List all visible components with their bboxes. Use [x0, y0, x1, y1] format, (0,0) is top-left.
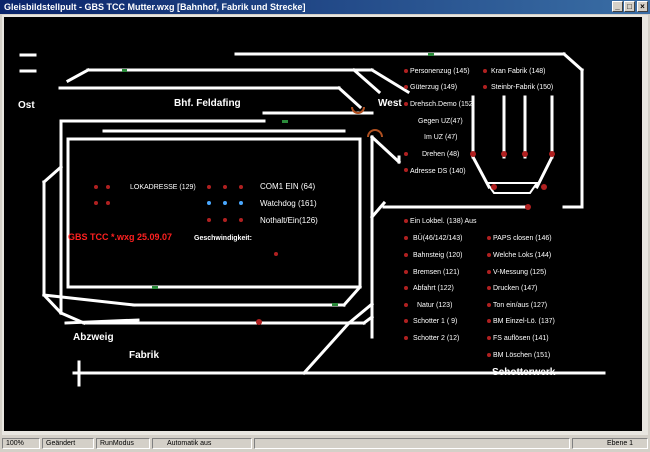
status-changed: Geändert — [42, 438, 94, 449]
track-panel[interactable]: Ost Bhf. Feldafing West Abzweig Fabrik S… — [4, 17, 642, 431]
com1-status: COM1 EIN (64) — [260, 182, 316, 191]
gbs-banner: GBS TCC *.wxg 25.09.07 — [68, 232, 173, 242]
track-layout — [19, 51, 606, 387]
station-label-schotterwerk: Schotterwerk — [492, 367, 556, 378]
button-gueterzug[interactable]: Güterzug (149) — [410, 84, 458, 91]
lokadresse-label: LOKADRESSE (129) — [130, 184, 196, 191]
button-welche-loks[interactable]: Welche Loks (144) — [493, 252, 552, 259]
button-steinbr-fabrik[interactable]: Steinbr-Fabrik (150) — [491, 84, 554, 91]
station-label-fabrik: Fabrik — [129, 350, 160, 361]
button-drehen[interactable]: Drehen (48) — [422, 151, 460, 158]
minimize-button[interactable]: _ — [612, 1, 623, 12]
lokbel-toggle[interactable]: Ein Lokbel. (138) Aus — [410, 218, 477, 225]
button-gegen-uz[interactable]: Gegen UZ(47) — [418, 118, 463, 125]
button-bm-loeschen[interactable]: BM Löschen (151) — [493, 352, 551, 359]
window-title: Gleisbildstellpult - GBS TCC Mutter.wxg … — [4, 2, 306, 12]
button-bahnsteig[interactable]: Bahnsteig (120) — [413, 252, 463, 259]
button-drehsch-demo[interactable]: Drehsch.Demo (152) — [410, 101, 475, 108]
button-v-messung[interactable]: V-Messung (125) — [493, 269, 547, 276]
station-label-west: West — [378, 98, 402, 109]
button-fs-aufloesen[interactable]: FS auflösen (141) — [493, 335, 549, 342]
button-drucken[interactable]: Drucken (147) — [493, 285, 538, 292]
status-bar: 100% Geändert RunModus Automatik aus Ebe… — [0, 436, 650, 452]
status-level: Ebene 1 — [572, 438, 648, 449]
speed-label: Geschwindigkeit: — [194, 235, 252, 242]
button-bremsen[interactable]: Bremsen (121) — [413, 269, 460, 276]
button-ton[interactable]: Ton ein/aus (127) — [493, 302, 548, 309]
button-adresse-ds[interactable]: Adresse DS (140) — [410, 168, 466, 175]
button-natur[interactable]: Natur (123) — [417, 302, 453, 309]
title-bar: Gleisbildstellpult - GBS TCC Mutter.wxg … — [0, 0, 650, 14]
button-im-uz[interactable]: Im UZ (47) — [424, 134, 458, 141]
status-zoom: 100% — [2, 438, 40, 449]
button-abfahrt[interactable]: Abfahrt (122) — [413, 285, 454, 292]
button-personenzug[interactable]: Personenzug (145) — [410, 68, 470, 75]
station-label-abzweig: Abzweig — [73, 332, 114, 343]
button-bue[interactable]: BÜ(46/142/143) — [413, 235, 463, 242]
maximize-button[interactable]: □ — [624, 1, 635, 12]
status-auto: Automatik aus — [152, 438, 252, 449]
button-schotter-1[interactable]: Schotter 1 ( 9) — [413, 318, 458, 325]
nothalt-status: Nothalt/Ein(126) — [260, 216, 318, 225]
status-mode: RunModus — [96, 438, 150, 449]
close-button[interactable]: × — [637, 1, 648, 12]
station-label-feldafing: Bhf. Feldafing — [174, 98, 241, 109]
station-label-ost: Ost — [18, 100, 35, 111]
button-schotter-2[interactable]: Schotter 2 (12) — [413, 335, 460, 342]
button-paps-closen[interactable]: PAPS closen (146) — [493, 235, 552, 242]
status-empty — [254, 438, 570, 449]
watchdog-status: Watchdog (161) — [260, 199, 317, 208]
button-kran-fabrik[interactable]: Kran Fabrik (148) — [491, 68, 546, 75]
button-bm-einzel-loeschen[interactable]: BM Einzel-Lö. (137) — [493, 318, 555, 325]
